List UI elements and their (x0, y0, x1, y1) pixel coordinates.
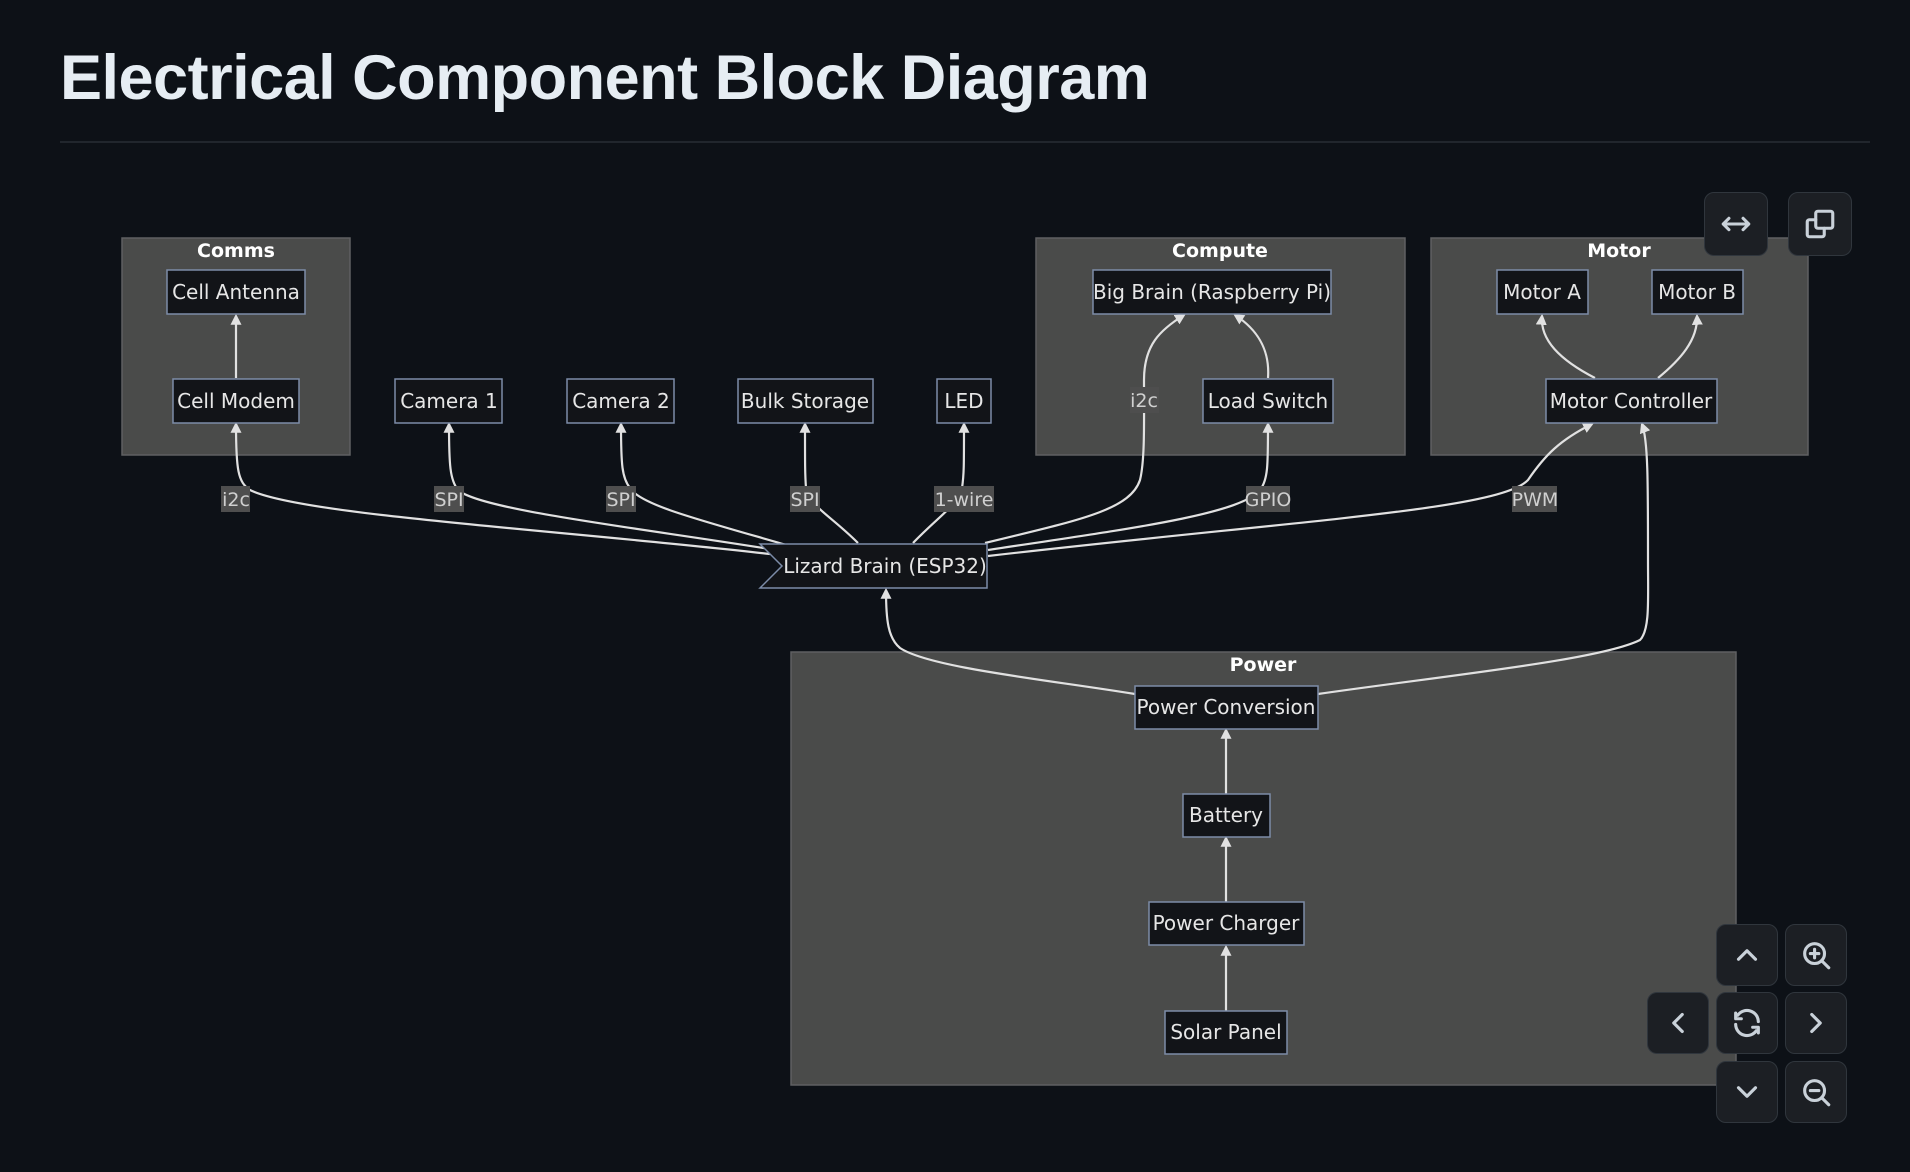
edge-lizard-to-cell-modem (230, 421, 771, 556)
zoom-out-icon (1803, 1079, 1831, 1107)
node-load-switch[interactable]: Load Switch (1202, 378, 1334, 424)
pan-up-button[interactable] (1716, 924, 1778, 986)
node-motor-b[interactable]: Motor B (1651, 269, 1744, 315)
title-divider (60, 141, 1870, 143)
chevron-right-icon (1810, 1012, 1822, 1034)
copy-icon (1805, 209, 1835, 239)
edge-power-conversion-to-motor-controller (1317, 421, 1651, 696)
edge-power-conversion-to-lizard (880, 587, 1136, 696)
node-label: Battery (1189, 803, 1263, 827)
edge-motor-controller-to-motor-b (1657, 313, 1703, 379)
node-motor-a[interactable]: Motor A (1496, 269, 1589, 315)
edge-label-text: GPIO (1245, 489, 1292, 511)
node-label: Lizard Brain (ESP32) (783, 554, 987, 578)
edge-label-pwm-motor-controller: PWM (1512, 486, 1559, 512)
node-big-brain[interactable]: Big Brain (Raspberry Pi) (1092, 269, 1332, 315)
edge-motor-controller-to-motor-a (1535, 313, 1596, 379)
edge-label-text: SPI (790, 489, 819, 511)
node-label: Motor B (1658, 280, 1736, 304)
edge-label-spi-bulk-storage: SPI (790, 486, 820, 512)
edge-label-text: 1-wire (935, 489, 994, 511)
node-label: Power Charger (1153, 911, 1301, 935)
node-camera-2[interactable]: Camera 2 (566, 378, 675, 424)
edge-lizard-to-load-switch (987, 421, 1274, 552)
edge-label-text: i2c (1130, 390, 1158, 412)
node-label: LED (944, 389, 983, 413)
edge-label-text: SPI (434, 489, 463, 511)
edge-label-text: PWM (1512, 489, 1559, 511)
edges (230, 313, 1703, 1011)
node-label: Camera 2 (572, 389, 670, 413)
edge-lizard-to-big-brain (984, 313, 1186, 545)
zoom-out-button[interactable] (1785, 1061, 1847, 1123)
node-motor-controller[interactable]: Motor Controller (1545, 378, 1718, 424)
chevron-up-icon (1736, 949, 1758, 961)
cluster-label: Compute (1172, 240, 1268, 262)
zoom-in-button[interactable] (1785, 924, 1847, 986)
edge-label-text: SPI (606, 489, 635, 511)
edge-lizard-to-camera1 (443, 421, 777, 552)
node-cell-modem[interactable]: Cell Modem (172, 378, 300, 424)
node-label: Camera 1 (400, 389, 498, 413)
pan-down-button[interactable] (1716, 1061, 1778, 1123)
arrows-horizontal-icon (1721, 216, 1751, 232)
node-cell-antenna[interactable]: Cell Antenna (166, 269, 306, 315)
node-lizard-brain[interactable]: Lizard Brain (ESP32) (758, 543, 988, 589)
node-power-conversion[interactable]: Power Conversion (1134, 685, 1319, 730)
edge-label-spi-camera2: SPI (606, 486, 636, 512)
node-label: Bulk Storage (741, 389, 869, 413)
node-battery[interactable]: Battery (1182, 793, 1271, 838)
copy-button[interactable] (1788, 192, 1852, 256)
edge-lizard-to-led (912, 421, 970, 544)
chevron-left-icon (1672, 1012, 1684, 1034)
page-title: Electrical Component Block Diagram (60, 43, 1150, 113)
node-label: Cell Antenna (172, 280, 300, 304)
node-label: Big Brain (Raspberry Pi) (1093, 280, 1331, 304)
chevron-down-icon (1736, 1086, 1758, 1098)
refresh-icon (1734, 1008, 1760, 1038)
fullscreen-button[interactable] (1704, 192, 1768, 256)
edge-label-spi-camera1: SPI (434, 486, 464, 512)
cluster-label: Power (1230, 654, 1297, 676)
node-label: Cell Modem (177, 389, 295, 413)
node-camera-1[interactable]: Camera 1 (394, 378, 503, 424)
node-bulk-storage[interactable]: Bulk Storage (737, 378, 874, 424)
node-led[interactable]: LED (936, 378, 992, 424)
edge-lizard-to-motor-controller (987, 423, 1594, 558)
edge-label-text: i2c (222, 489, 250, 511)
edge-lizard-to-camera2 (615, 421, 791, 548)
node-label: Power Conversion (1137, 695, 1316, 719)
cluster-label: Motor (1587, 240, 1651, 262)
edge-load-switch-to-big-brain (1233, 313, 1270, 379)
node-label: Solar Panel (1170, 1020, 1281, 1044)
edge-label-i2c-modem: i2c (221, 486, 250, 512)
pan-left-button[interactable] (1647, 992, 1709, 1054)
zoom-in-icon (1803, 942, 1831, 970)
edge-label-gpio-load-switch: GPIO (1245, 486, 1292, 512)
edge-labels: i2c SPI SPI SPI 1-wire i2c GPIO PWM (221, 387, 1558, 512)
edge-lizard-to-bulk-storage (799, 421, 859, 544)
node-label: Motor A (1503, 280, 1581, 304)
cluster-label: Comms (197, 240, 275, 262)
node-label: Load Switch (1208, 389, 1328, 413)
edge-label-1wire-led: 1-wire (934, 486, 994, 512)
node-power-charger[interactable]: Power Charger (1148, 901, 1305, 946)
node-solar-panel[interactable]: Solar Panel (1164, 1010, 1288, 1055)
pan-right-button[interactable] (1785, 992, 1847, 1054)
reset-view-button[interactable] (1716, 992, 1778, 1054)
edge-label-i2c-big-brain: i2c (1130, 387, 1159, 413)
node-label: Motor Controller (1550, 389, 1713, 413)
